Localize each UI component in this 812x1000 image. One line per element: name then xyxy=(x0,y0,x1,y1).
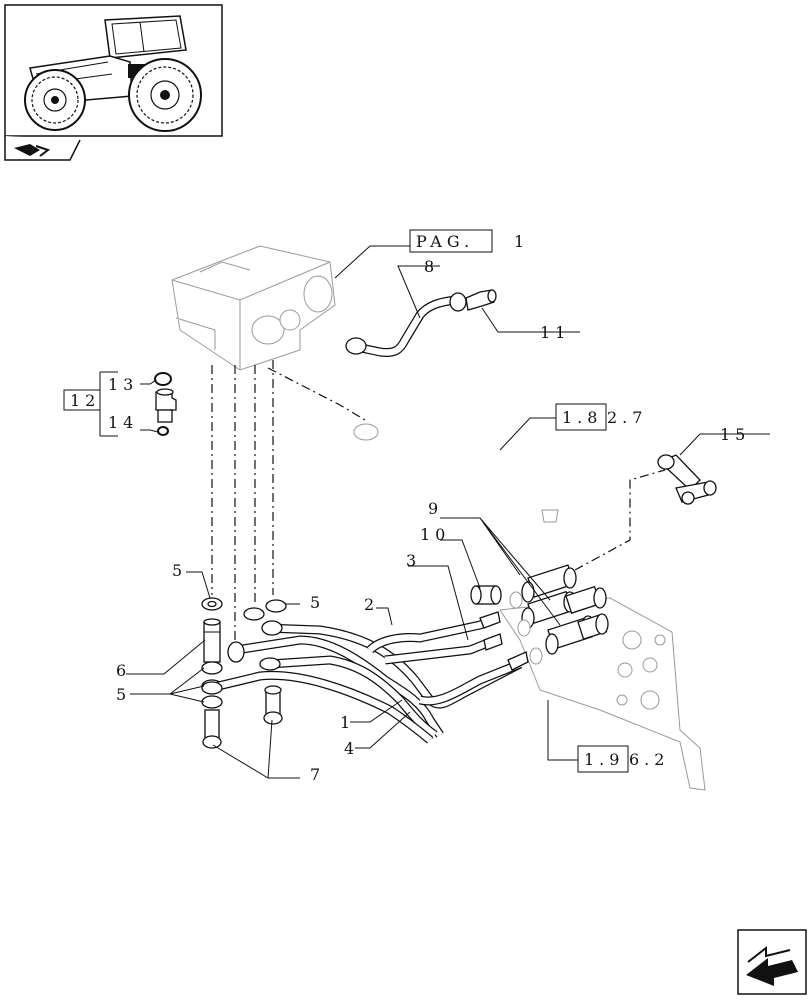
plug-10[interactable] xyxy=(470,585,502,605)
part-label-5-top: 5 xyxy=(172,561,187,580)
part-label-5-left: 5 xyxy=(116,685,131,704)
control-valve-ghost xyxy=(171,245,336,371)
ref-pag-number: 1 xyxy=(514,232,529,251)
seal-ring-14[interactable] xyxy=(157,426,169,436)
ref-pag-box[interactable]: PAG. 1 xyxy=(409,229,529,253)
part-label-2: 2 xyxy=(364,595,379,614)
quick-couplers-9[interactable] xyxy=(509,564,609,665)
tractor-icon xyxy=(24,15,202,132)
next-page-arrow-icon xyxy=(746,945,798,986)
bolts-7[interactable] xyxy=(202,685,283,749)
leader-lines xyxy=(99,245,770,779)
link-15[interactable] xyxy=(657,454,717,505)
part-label-10: 10 xyxy=(420,525,450,544)
next-page-button[interactable] xyxy=(737,929,807,995)
return-pipe-ghost xyxy=(353,422,559,523)
part-label-13: 13 xyxy=(108,375,138,394)
pipes-1-4[interactable] xyxy=(201,611,529,744)
part-label-15: 15 xyxy=(720,425,750,444)
ref-12-box[interactable]: 12 xyxy=(63,389,101,411)
part-label-7: 7 xyxy=(310,765,325,784)
part-label-11: 11 xyxy=(540,323,570,342)
ref-1-82-box-label: 1.8 xyxy=(562,408,602,427)
ref-1-82-tail-label: 2.7 xyxy=(607,408,647,427)
ref-1-96-2[interactable]: 1.9 6.2 xyxy=(577,745,669,773)
union-12[interactable] xyxy=(155,388,177,423)
tractor-thumbnail[interactable] xyxy=(4,4,223,137)
part-label-8: 8 xyxy=(424,257,439,276)
folder-arrow-icon xyxy=(14,144,51,157)
folder-tab[interactable] xyxy=(4,136,81,161)
part-label-5-right: 5 xyxy=(310,593,325,612)
seal-ring-13[interactable] xyxy=(154,372,172,386)
part-label-14: 14 xyxy=(108,413,138,432)
washer-5-top-left[interactable] xyxy=(201,597,223,611)
ref-12-label: 12 xyxy=(70,391,100,410)
ref-1-96-tail-label: 6.2 xyxy=(629,750,669,769)
ref-1-82-7[interactable]: 1.8 2.7 xyxy=(555,403,647,431)
feed-pipe-8[interactable] xyxy=(345,292,467,357)
banjo-bolt-6[interactable] xyxy=(203,618,221,663)
part-label-4: 4 xyxy=(344,739,359,758)
part-label-6: 6 xyxy=(116,661,131,680)
ref-1-96-box-label: 1.9 xyxy=(584,750,624,769)
centre-lines xyxy=(211,360,666,640)
part-label-9: 9 xyxy=(428,499,443,518)
washer-5-top-right[interactable] xyxy=(243,599,287,621)
part-label-3: 3 xyxy=(406,551,421,570)
part-label-1: 1 xyxy=(340,713,355,732)
adapter-11[interactable] xyxy=(465,289,497,311)
ref-pag-label: PAG. xyxy=(416,232,474,251)
